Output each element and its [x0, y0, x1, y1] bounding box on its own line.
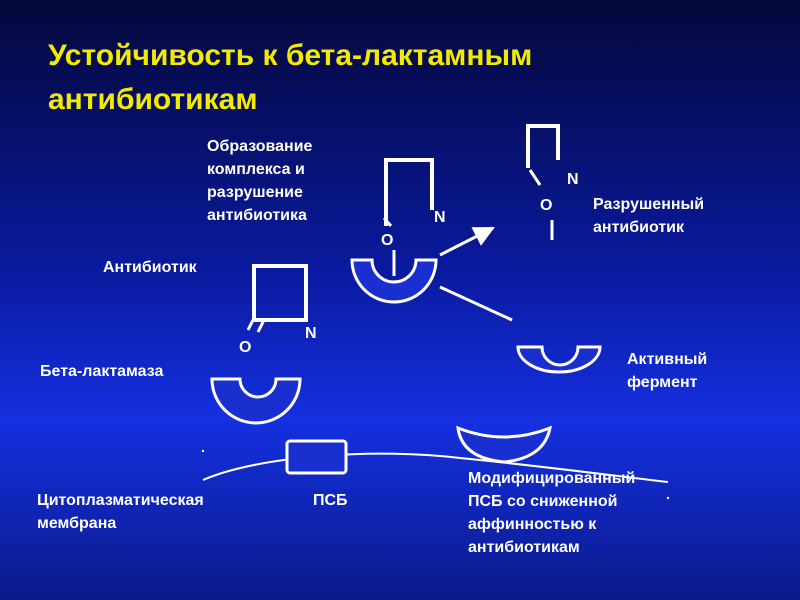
label-antibiotic: Антибиотик	[103, 259, 197, 276]
dot-right	[666, 496, 670, 500]
label-beta-lactamase: Бета-лактамаза	[40, 363, 164, 380]
complex-oxygen: O	[381, 232, 394, 249]
psb-protein	[285, 439, 348, 475]
label-active-enzyme: Активный фермент	[627, 351, 708, 391]
antibiotic-molecule	[246, 264, 308, 333]
complex-bond-upper	[382, 217, 393, 227]
antibiotic-ring	[252, 264, 308, 322]
modified-psb-protein	[456, 425, 553, 464]
destroyed-antibiotic-bond	[528, 169, 542, 186]
complex-antibiotic-ring	[384, 158, 434, 226]
antibiotic-carbonyl-bond-1	[246, 317, 256, 331]
destroyed-nitrogen: N	[567, 171, 579, 188]
complex-nitrogen: N	[434, 209, 446, 226]
enzyme-antibiotic-complex	[350, 158, 438, 304]
arrow-to-active-enzyme	[439, 285, 513, 322]
label-psb: ПСБ	[313, 492, 348, 509]
complex-enzyme	[350, 258, 438, 304]
cytoplasmic-membrane	[202, 452, 669, 483]
page-title: Устойчивость к бета-лактамным антибиотик…	[48, 34, 748, 122]
arrow-to-destroyed-antibiotic	[439, 226, 495, 257]
antibiotic-nitrogen: N	[305, 325, 317, 342]
title-line-2: антибиотикам	[48, 83, 258, 116]
label-membrane: Цитоплазматическая мембрана	[37, 492, 204, 532]
active-enzyme	[516, 345, 602, 374]
title-line-1: Устойчивость к бета-лактамным	[48, 39, 533, 72]
antibiotic-carbonyl-bond-2	[256, 319, 266, 333]
label-destroyed-antibiotic: Разрушенный антибиотик	[593, 196, 705, 236]
antibiotic-oxygen: O	[239, 339, 252, 356]
label-modified-psb: Модифицированный ПСБ со сниженной аффинн…	[468, 470, 636, 556]
destroyed-antibiotic-molecule	[526, 124, 560, 240]
dot-left	[201, 449, 205, 453]
destroyed-antibiotic-chain	[526, 124, 560, 168]
label-complex-formation: Образование комплекса и разрушение антиб…	[207, 138, 313, 224]
destroyed-oxygen: O	[540, 197, 553, 214]
beta-lactamase-enzyme	[210, 377, 302, 425]
